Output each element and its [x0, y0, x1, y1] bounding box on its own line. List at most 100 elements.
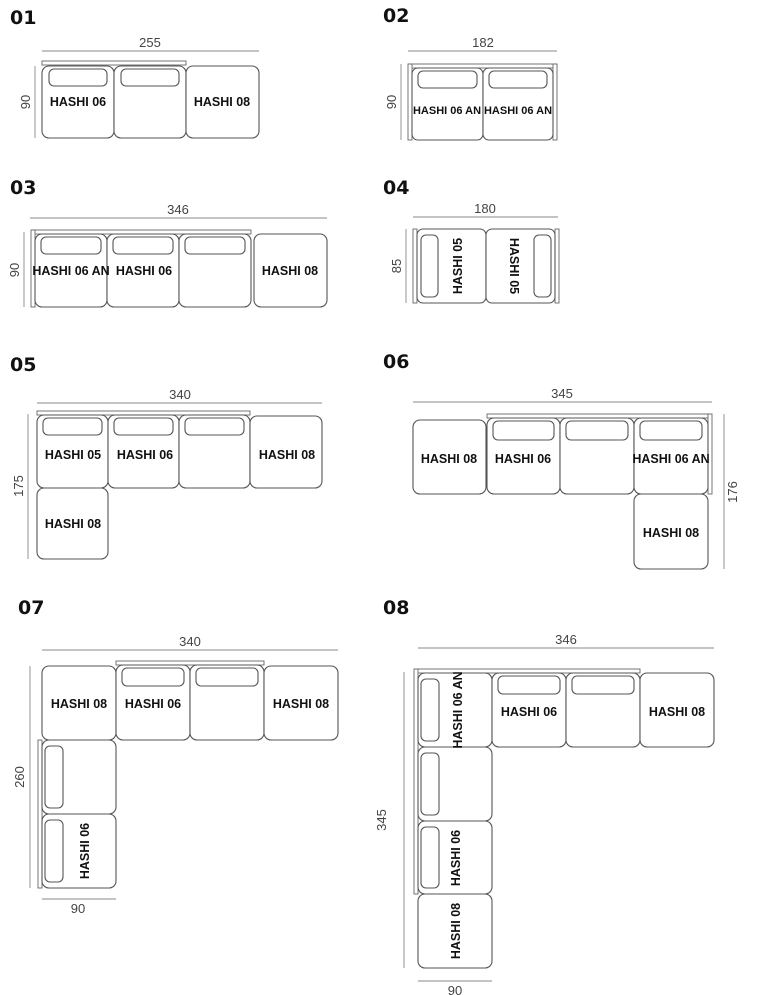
back-cushion — [492, 420, 555, 441]
back-cushion — [417, 70, 478, 89]
side-cushion — [420, 826, 440, 889]
back-cushion — [571, 675, 635, 695]
module-label: HASHI 06 — [449, 830, 463, 886]
config-number: 06 — [383, 351, 409, 373]
module-label: HASHI 08 — [449, 903, 463, 959]
configuration-08: 08 346 345 90 HASHI 06 AN HASHI 06 HASHI… — [374, 597, 715, 995]
depth-dimension: 176 — [725, 481, 740, 503]
back-cushion — [121, 667, 185, 687]
module-label: HASHI 08 — [262, 264, 318, 278]
backrest-rail-side — [413, 668, 419, 895]
back-cushion — [639, 420, 703, 441]
depth-dimension: 90 — [18, 95, 33, 109]
module-hashi-08 — [639, 672, 715, 748]
armrest-left — [412, 228, 418, 304]
module-label: HASHI 08 — [421, 452, 477, 466]
width-dimension: 180 — [474, 201, 496, 216]
module-hashi-08 — [36, 487, 109, 560]
module-label: HASHI 08 — [51, 697, 107, 711]
module-label: HASHI 05 — [451, 238, 465, 294]
back-cushion — [184, 417, 245, 436]
module-label: HASHI 05 — [45, 448, 101, 462]
width-dimension: 255 — [139, 35, 161, 50]
module-label: HASHI 08 — [259, 448, 315, 462]
configuration-03: 03 346 90 HASHI 06 AN HASHI 06 HASHI 08 — [7, 177, 328, 308]
module-label: HASHI 06 AN — [32, 264, 109, 278]
module-label: HASHI 06 — [125, 697, 181, 711]
width-dimension: 346 — [555, 632, 577, 647]
configuration-02: 02 182 90 HASHI 06 AN HASHI 06 AN — [383, 5, 558, 141]
back-cushion — [497, 675, 561, 695]
depth-dimension: 90 — [7, 263, 22, 277]
width-dimension: 340 — [169, 387, 191, 402]
module-hashi-08 — [417, 893, 493, 969]
back-cushion — [184, 236, 246, 255]
back-cushion — [195, 667, 259, 687]
depth-dimension: 85 — [389, 259, 404, 273]
depth-dimension: 345 — [374, 809, 389, 831]
width-dimension: 182 — [472, 35, 494, 50]
backrest-rail — [41, 60, 187, 66]
depth-dimension: 90 — [384, 95, 399, 109]
backrest-rail — [486, 413, 709, 419]
module-label: HASHI 08 — [194, 95, 250, 109]
back-cushion — [40, 236, 102, 255]
configuration-05: 05 340 175 HASHI 05 HASHI 06 HASHI 08 HA… — [10, 354, 323, 560]
config-number: 02 — [383, 5, 409, 27]
module-label: HASHI 06 — [78, 823, 92, 879]
config-number: 03 — [10, 177, 36, 199]
module-hashi-08 — [263, 665, 339, 741]
configuration-07: 07 340 260 90 HASHI 08 HASHI 06 HASHI 08… — [12, 597, 339, 916]
backrest-rail — [36, 410, 251, 416]
back-cushion — [113, 417, 174, 436]
configuration-04: 04 180 85 HASHI 05 HASHI 05 — [383, 177, 560, 304]
module-label: HASHI 06 — [116, 264, 172, 278]
bottom-width-dimension: 90 — [71, 901, 85, 916]
module-hashi-08 — [185, 65, 260, 139]
width-dimension: 345 — [551, 386, 573, 401]
module-hashi-08 — [253, 233, 328, 308]
side-cushion — [44, 819, 64, 883]
back-cushion — [48, 68, 108, 87]
side-cushion — [44, 745, 64, 809]
back-cushion — [120, 68, 180, 87]
side-cushion — [533, 234, 552, 298]
back-cushion — [488, 70, 548, 89]
module-label: HASHI 06 — [501, 705, 557, 719]
module-label: HASHI 08 — [273, 697, 329, 711]
configuration-01: 01 255 90 HASHI 06 HASHI 08 — [10, 7, 260, 139]
back-cushion — [42, 417, 103, 436]
bottom-width-dimension: 90 — [448, 983, 462, 995]
armrest-left — [407, 63, 413, 141]
backrest-rail — [408, 63, 558, 69]
armrest-right — [554, 228, 560, 304]
module-label: HASHI 06 AN — [632, 452, 709, 466]
config-number: 04 — [383, 177, 409, 199]
width-dimension: 340 — [179, 634, 201, 649]
config-number: 07 — [18, 597, 44, 619]
backrest-rail-side — [37, 739, 43, 889]
module-label: HASHI 06 AN — [451, 671, 465, 748]
module-label: HASHI 08 — [649, 705, 705, 719]
side-cushion — [420, 234, 439, 298]
module-label: HASHI 08 — [45, 517, 101, 531]
module-hashi-08 — [633, 493, 709, 570]
depth-dimension: 260 — [12, 766, 27, 788]
config-number: 08 — [383, 597, 409, 619]
module-hashi-08 — [249, 415, 323, 489]
back-cushion — [112, 236, 174, 255]
back-cushion — [565, 420, 629, 441]
module-label: HASHI 06 AN — [413, 105, 481, 117]
module-label: HASHI 05 — [507, 238, 521, 294]
side-cushion — [420, 678, 440, 742]
module-label: HASHI 06 AN — [484, 105, 552, 117]
config-number: 05 — [10, 354, 36, 376]
config-number: 01 — [10, 7, 36, 29]
module-label: HASHI 06 — [117, 448, 173, 462]
module-label: HASHI 06 — [495, 452, 551, 466]
backrest-rail — [415, 668, 641, 674]
backrest-rail — [31, 229, 252, 235]
width-dimension: 346 — [167, 202, 189, 217]
module-label: HASHI 06 — [50, 95, 106, 109]
